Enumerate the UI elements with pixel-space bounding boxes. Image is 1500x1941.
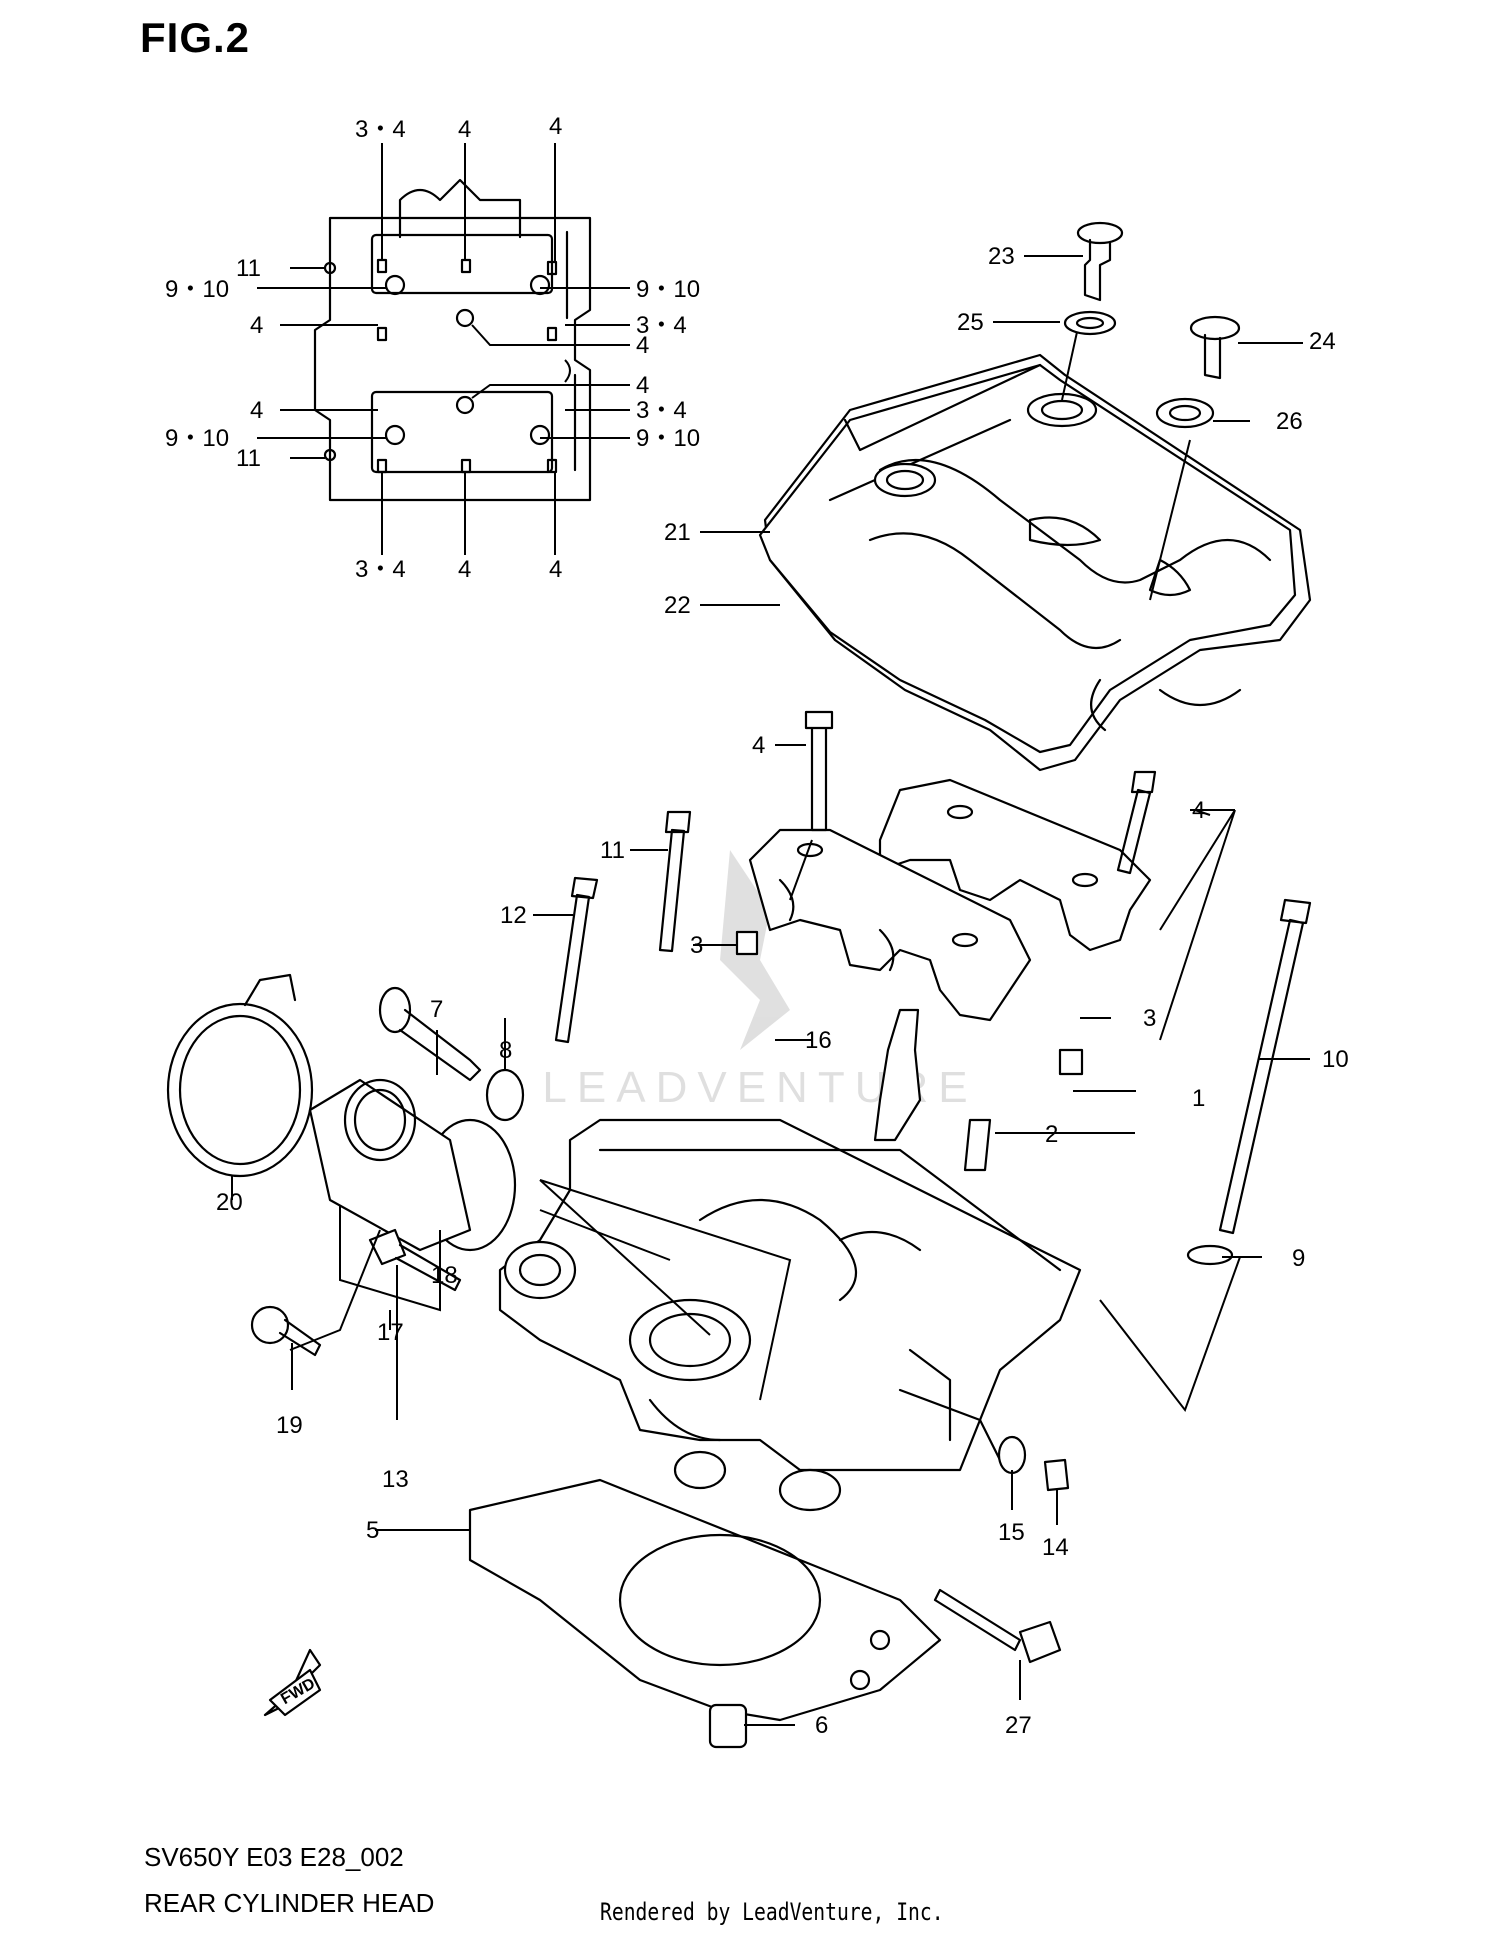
diagram-name: REAR CYLINDER HEAD [144, 1888, 435, 1918]
cylinder-head-gasket [468, 1478, 942, 1722]
callout-label: 3・4 [355, 556, 406, 583]
callout-label: 11 [236, 445, 261, 472]
part-label-15: 15 [998, 1519, 1025, 1546]
figure-title: FIG.2 [140, 14, 251, 61]
part-label-4: 4 [752, 732, 765, 759]
callout-label: 4 [636, 332, 649, 359]
callout-label: 9・10 [165, 425, 229, 452]
callout-label: 9・10 [636, 276, 700, 303]
model-code: SV650Y E03 E28_002 [144, 1842, 404, 1872]
callout-label: 4 [250, 312, 263, 339]
part-label-18: 18 [431, 1262, 458, 1289]
callout-label: 4 [458, 556, 471, 583]
rendered-by-credit: Rendered by LeadVenture, Inc. [600, 1898, 944, 1926]
part-label-6: 6 [815, 1712, 828, 1739]
part-label-2: 2 [1045, 1121, 1058, 1148]
callout-label: 4 [549, 113, 562, 140]
part-label-12: 12 [500, 902, 527, 929]
callout-label: 9・10 [636, 425, 700, 452]
part-label-10: 10 [1322, 1046, 1349, 1073]
camshaft-holders [748, 778, 1152, 1022]
callout-label: 3・4 [636, 397, 687, 424]
part-label-16: 16 [805, 1027, 832, 1054]
part-label-22: 22 [664, 592, 691, 619]
callout-label: 3・4 [636, 312, 687, 339]
part-label-4: 4 [1192, 797, 1205, 824]
small-parts: FWD [250, 710, 1312, 1749]
part-label-13: 13 [382, 1466, 409, 1493]
callout-label: 4 [549, 556, 562, 583]
part-label-25: 25 [957, 309, 984, 336]
callout-label: 9・10 [165, 276, 229, 303]
callout-label: 4 [636, 372, 649, 399]
part-label-9: 9 [1292, 1245, 1305, 1272]
fwd-arrow: FWD [263, 1648, 322, 1717]
part-label-17: 17 [377, 1319, 404, 1346]
part-label-3: 3 [1143, 1005, 1156, 1032]
part-label-19: 19 [276, 1412, 303, 1439]
cover-bolts [1063, 221, 1241, 429]
part-label-23: 23 [988, 243, 1015, 270]
part-label-27: 27 [1005, 1712, 1032, 1739]
part-label-14: 14 [1042, 1534, 1069, 1561]
intake-pipe-assembly [166, 973, 517, 1252]
part-label-24: 24 [1309, 328, 1336, 355]
part-label-8: 8 [499, 1037, 512, 1064]
part-label-5: 5 [366, 1517, 379, 1544]
cylinder-head-cover [758, 353, 1312, 772]
cylinder-head [498, 1118, 1082, 1512]
part-label-7: 7 [430, 996, 443, 1023]
callout-label: 11 [236, 255, 261, 282]
part-label-20: 20 [216, 1189, 243, 1216]
callout-label: 4 [250, 397, 263, 424]
head-layout-inset [257, 143, 630, 555]
part-label-3: 3 [690, 932, 703, 959]
part-label-26: 26 [1276, 408, 1303, 435]
part-label-1: 1 [1192, 1085, 1205, 1112]
part-label-21: 21 [664, 519, 691, 546]
callout-label: 3・4 [355, 116, 406, 143]
inset-callouts: 3・4 4 4 11 9・10 9・10 4 3・4 4 4 4 3・4 9・1… [165, 113, 700, 583]
callout-label: 4 [458, 116, 471, 143]
part-label-11: 11 [600, 837, 625, 864]
leader-lines [231, 255, 1310, 1726]
part-number-labels: 1 2 3 3 4 4 5 6 7 8 9 10 11 12 13 14 15 … [216, 243, 1349, 1739]
